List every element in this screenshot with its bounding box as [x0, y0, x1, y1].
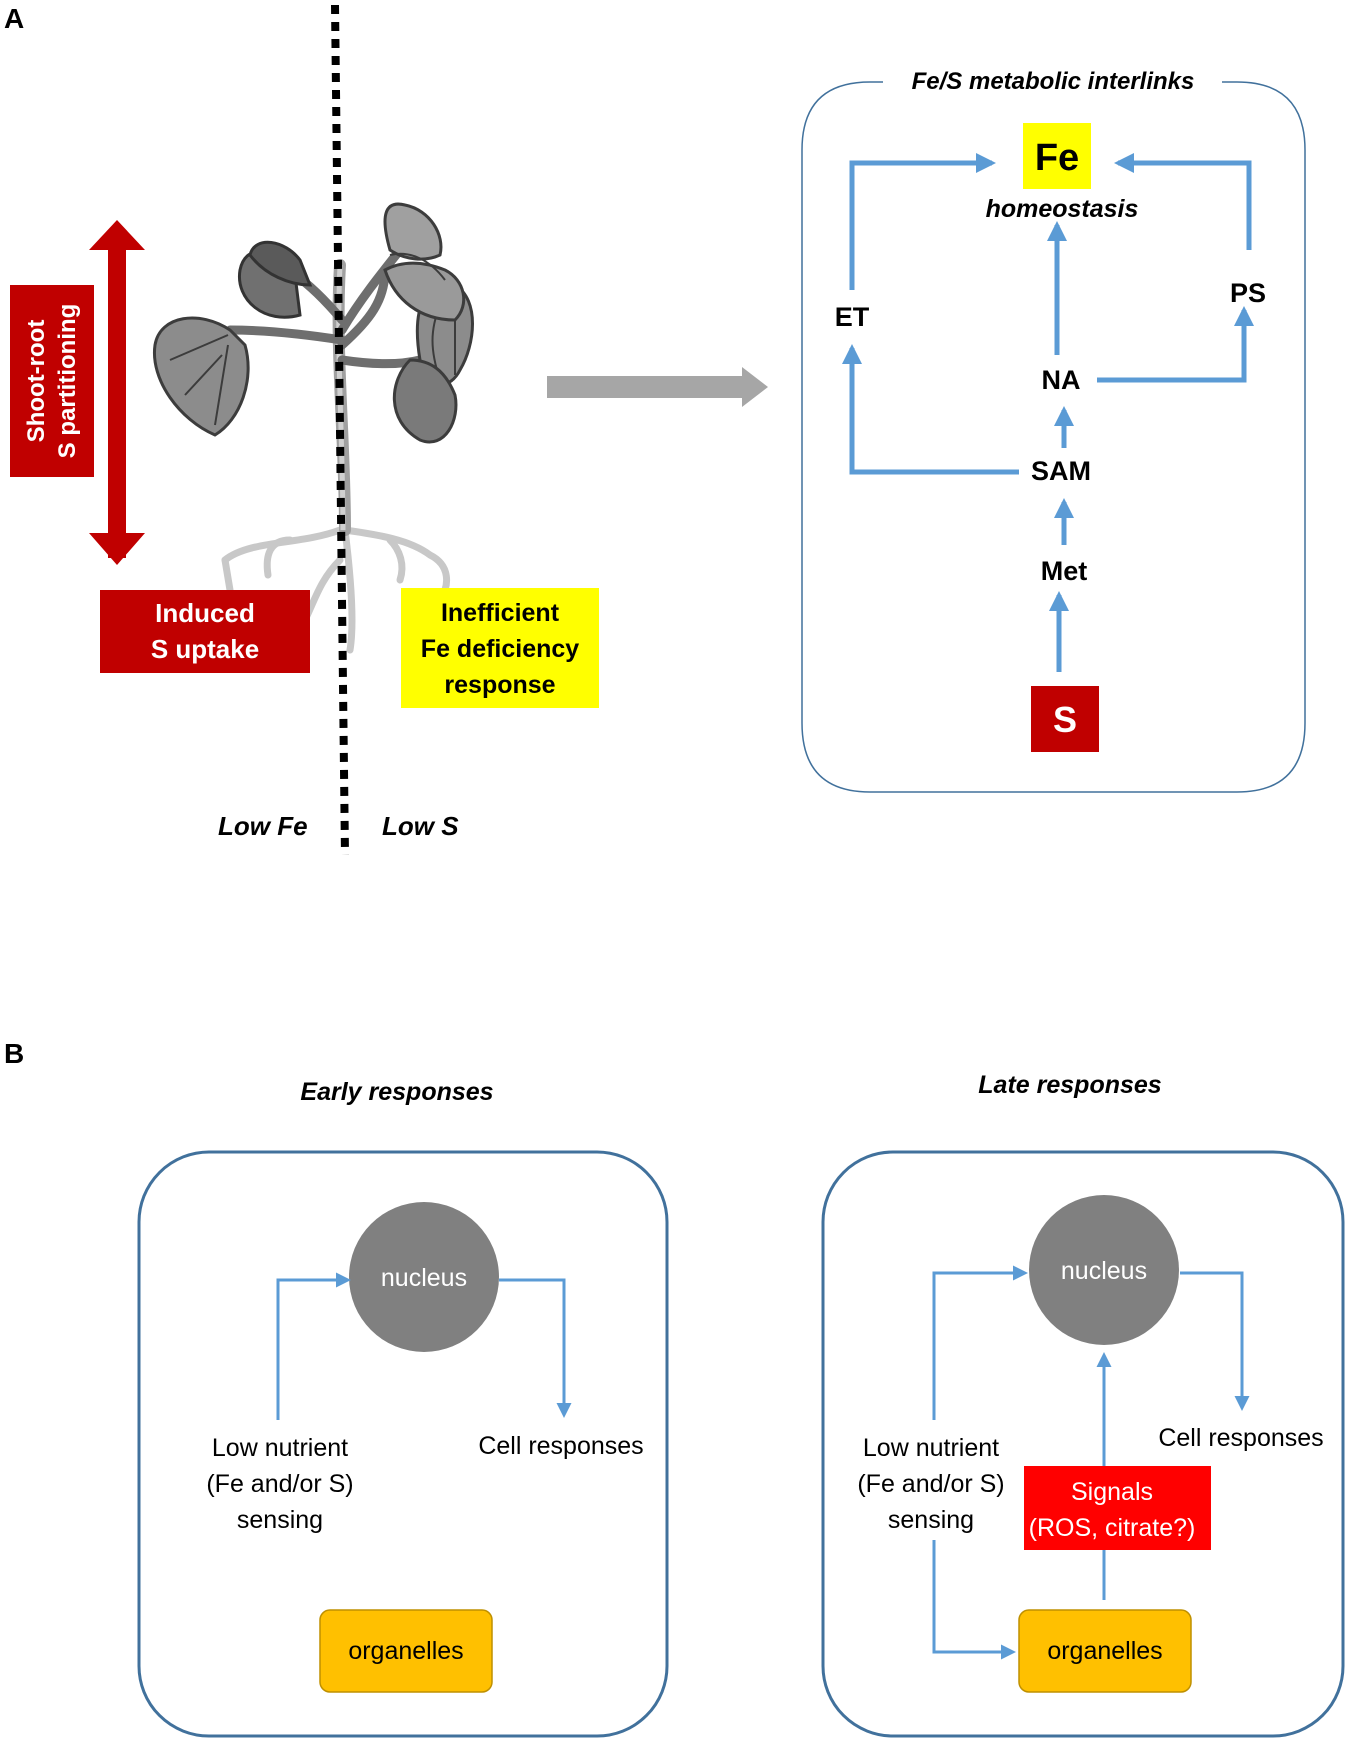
induced-line1: Induced	[155, 598, 255, 628]
na-label: NA	[1042, 365, 1081, 395]
induced-line2: S uptake	[151, 634, 259, 664]
grey-transition-arrow	[547, 367, 768, 407]
interlinks-frame	[801, 81, 1306, 793]
inefficient-line1: Inefficient	[441, 599, 560, 627]
sam-label: SAM	[1031, 456, 1091, 486]
fe-label: Fe	[1035, 137, 1079, 179]
inefficient-fe-box: Inefficient Fe deficiency response	[401, 588, 599, 708]
low-s-label: Low S	[382, 811, 459, 841]
met-label: Met	[1041, 556, 1088, 586]
late-sensing-line3: sensing	[888, 1506, 974, 1534]
plant-illustration	[152, 202, 474, 654]
panel-a-letter: A	[4, 3, 24, 34]
late-title: Late responses	[978, 1071, 1162, 1099]
inefficient-line2: Fe deficiency	[421, 635, 579, 663]
early-title: Early responses	[300, 1078, 493, 1106]
et-label: ET	[835, 302, 870, 332]
late-arrows	[932, 1265, 1250, 1660]
early-sensing-text: Low nutrient (Fe and/or S) sensing	[206, 1434, 353, 1534]
early-cell-responses: Cell responses	[478, 1432, 643, 1460]
divider-line	[331, 4, 349, 856]
interlinks-title: Fe/S metabolic interlinks	[912, 68, 1195, 95]
early-nucleus: nucleus	[349, 1202, 499, 1352]
early-sensing-line2: (Fe and/or S)	[206, 1470, 353, 1498]
early-arrows	[276, 1272, 572, 1420]
shoot-root-label: Shoot-root S partitioning	[10, 285, 94, 477]
shoot-root-arrow	[89, 220, 145, 565]
interlinks-arrows	[842, 153, 1254, 672]
low-fe-label: Low Fe	[218, 811, 308, 841]
s-label: S	[1053, 699, 1077, 740]
late-sensing-line1: Low nutrient	[863, 1434, 999, 1462]
early-nucleus-label: nucleus	[381, 1264, 467, 1292]
late-organelles: organelles	[1018, 1609, 1192, 1693]
inefficient-line3: response	[444, 671, 555, 699]
early-sensing-line1: Low nutrient	[212, 1434, 348, 1462]
early-organelles-label: organelles	[348, 1637, 463, 1665]
early-cell-frame	[137, 1150, 669, 1738]
early-organelles: organelles	[319, 1609, 493, 1693]
late-cell-responses: Cell responses	[1158, 1424, 1323, 1452]
signals-line1: Signals	[1071, 1478, 1153, 1506]
late-organelles-label: organelles	[1047, 1637, 1162, 1665]
panel-b-letter: B	[4, 1038, 24, 1069]
induced-s-uptake-box: Induced S uptake	[100, 590, 310, 673]
late-signals-box: Signals (ROS, citrate?)	[1024, 1466, 1211, 1550]
late-nucleus-label: nucleus	[1061, 1257, 1147, 1285]
early-sensing-line3: sensing	[237, 1506, 323, 1534]
ps-label: PS	[1230, 278, 1266, 308]
late-sensing-line2: (Fe and/or S)	[857, 1470, 1004, 1498]
shoot-root-line2: S partitioning	[54, 304, 81, 459]
homeostasis-label: homeostasis	[986, 195, 1139, 223]
fe-node: Fe	[1023, 123, 1091, 189]
late-sensing-text: Low nutrient (Fe and/or S) sensing	[857, 1434, 1004, 1534]
shoot-root-line1: Shoot-root	[23, 320, 50, 443]
late-nucleus: nucleus	[1029, 1195, 1179, 1345]
signals-line2: (ROS, citrate?)	[1029, 1514, 1196, 1542]
late-cell-frame	[821, 1150, 1345, 1738]
s-node: S	[1031, 686, 1099, 752]
